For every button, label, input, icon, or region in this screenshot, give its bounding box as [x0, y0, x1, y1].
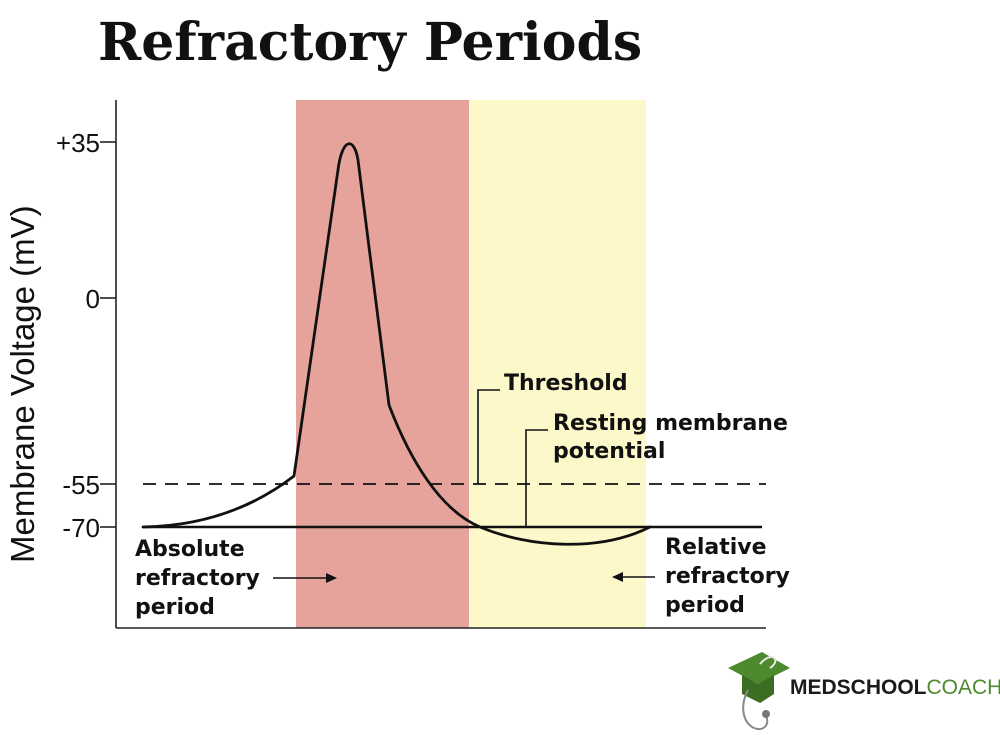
resting-label-line1: Resting membrane — [553, 411, 788, 436]
resting-label-line2: potential — [553, 439, 665, 464]
brand-name: MEDSCHOOLCOACH — [790, 676, 1000, 699]
tick-label-35: +35 — [56, 128, 100, 158]
arrow-icon — [273, 573, 337, 583]
brand-part-1: MEDSCHOOL — [790, 676, 927, 699]
threshold-pointer — [477, 389, 500, 484]
action-potential-curve — [141, 142, 652, 546]
relative-label-line1: Relative — [665, 535, 767, 560]
relative-label-line2: refractory — [665, 564, 790, 589]
tick-label-0: 0 — [86, 284, 100, 314]
y-axis-label: Membrane Voltage (mV) — [4, 205, 41, 563]
tick-label-minus55: -55 — [62, 470, 100, 500]
diagram-title: Refractory Periods — [98, 12, 642, 73]
relative-refractory-region — [469, 100, 646, 628]
resting-pointer — [525, 429, 548, 527]
absolute-label-line3: period — [135, 595, 215, 620]
tick-label-minus70: -70 — [62, 513, 100, 543]
relative-label-line3: period — [665, 593, 745, 618]
absolute-label-line1: Absolute — [135, 537, 245, 562]
graduation-cap-stethoscope-icon — [728, 652, 790, 730]
threshold-label: Threshold — [504, 371, 628, 396]
brand-part-2: COACH — [927, 676, 1000, 699]
arrow-icon — [612, 572, 655, 582]
absolute-label-line2: refractory — [135, 566, 260, 591]
